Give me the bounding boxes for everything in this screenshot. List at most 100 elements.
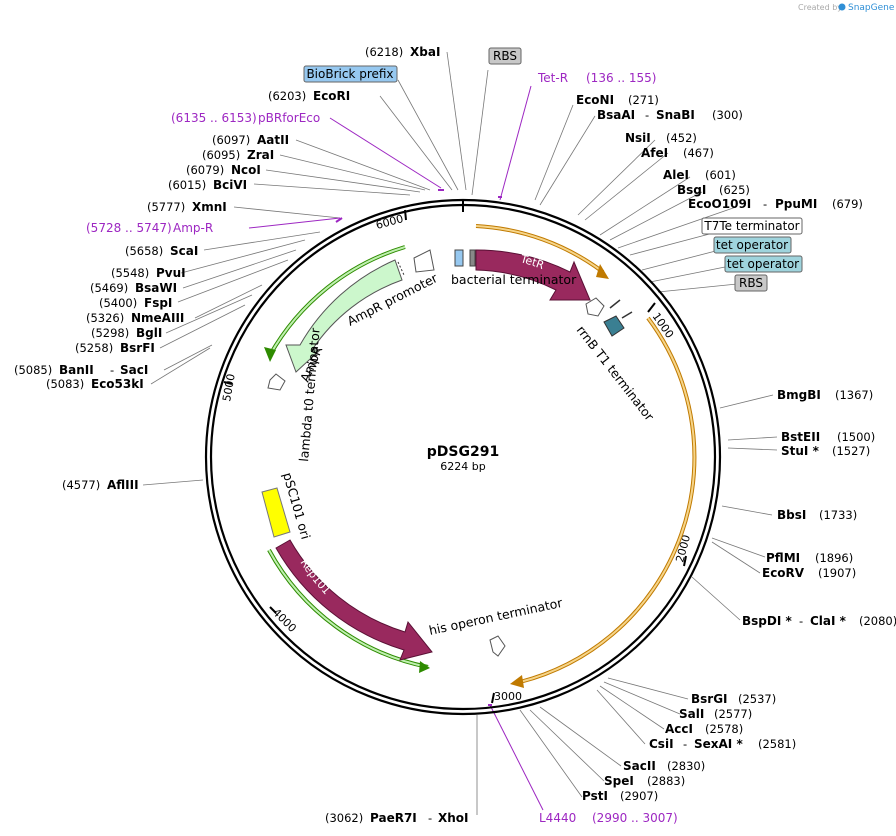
rrnb-label: rrnB T1 terminator [574, 323, 658, 425]
enzyme-name: BanII [59, 363, 94, 377]
enzyme-name: BglI [136, 326, 162, 340]
enzyme-name: SacI [120, 363, 148, 377]
enzyme-pos: (2080) [859, 614, 896, 628]
amp-track-arrowhead [264, 347, 276, 362]
ampr-promoter-arrow [413, 249, 435, 273]
enzyme-pos: (2907) [620, 789, 658, 803]
enzyme-name: EcoRV [762, 566, 805, 580]
enzyme-sep: - [683, 737, 687, 751]
tetr-primer-pos: (136 .. 155) [586, 71, 656, 85]
lambda-terminator-marker [267, 373, 286, 391]
enzyme-name: XmnI [192, 200, 227, 214]
enzyme-pos: (6079) [186, 163, 224, 177]
enzyme-pos: (6095) [202, 148, 240, 162]
enzyme-pos: (679) [832, 197, 863, 211]
enzyme-name: FspI [144, 296, 172, 310]
snapgene-credit: Created by SnapGene [798, 3, 895, 13]
enzyme-name: SpeI [604, 774, 634, 788]
tet-operator-box-1: tet operator [716, 238, 788, 252]
enzyme-pos: (1500) [837, 430, 875, 444]
pbr-primer-pos: (6135 .. 6153) [171, 111, 257, 125]
tick-label: 5000 [220, 373, 238, 403]
enzyme-name: SalI [679, 707, 704, 721]
enzyme-name: NcoI [231, 163, 261, 177]
enzyme-name: EcoNI [576, 93, 614, 107]
enzyme-sep: - [110, 363, 114, 377]
plasmid-name: pDSG291 [427, 444, 499, 460]
enzyme-name: AleI [663, 168, 689, 182]
enzyme-pos: (5298) [91, 326, 129, 340]
rep-track-inner [268, 549, 429, 668]
bacterial-terminator-label: bacterial terminator [451, 272, 577, 287]
enzyme-name: Eco53kI [91, 377, 144, 391]
tet-operator-box-2: tet operator [727, 257, 799, 271]
credit-text: Created by [798, 3, 842, 12]
enzyme-pos: (5085) [14, 363, 52, 377]
snapgene-logo-icon [838, 3, 846, 11]
tet-track-right-arrowhead [510, 675, 524, 688]
enzyme-name: AflIII [107, 478, 139, 492]
enzyme-sep: - [799, 614, 803, 628]
enzyme-name: ClaI * [810, 614, 847, 628]
enzyme-pos: (452) [666, 131, 697, 145]
enzyme-name: NmeAIII [131, 311, 184, 325]
enzyme-name: SexAI * [694, 737, 743, 751]
enzyme-name: PstI [582, 789, 608, 803]
enzyme-pos: (2830) [667, 759, 705, 773]
tetr-primer-name: Tet-R [537, 71, 568, 85]
amp-track-inner [269, 246, 406, 356]
primer-labels: Tet-R (136 .. 155) (6135 .. 6153) pBRfor… [86, 71, 678, 825]
enzyme-pos: (625) [719, 183, 750, 197]
psc101-ori-feature [261, 487, 291, 538]
rep-track-arrowhead [419, 661, 430, 673]
enzyme-name: BsaAI [597, 108, 635, 122]
rrnb-terminator-marker [585, 297, 605, 317]
enzyme-name: EcoRI [313, 89, 350, 103]
biobrick-box: BioBrick prefix [306, 67, 393, 81]
enzyme-name: AccI [665, 722, 693, 736]
purple-site-marks [335, 189, 502, 706]
enzyme-name: BstEII [781, 430, 820, 444]
enzyme-name: AfeI [641, 146, 668, 160]
t7te-box: T7Te terminator [703, 219, 799, 233]
enzyme-pos: (2581) [758, 737, 796, 751]
enzyme-sep: - [428, 811, 432, 825]
enzyme-pos: (300) [712, 108, 743, 122]
rbs-top-marker [469, 249, 476, 267]
enzyme-pos: (6015) [168, 178, 206, 192]
leader-lines [142, 51, 778, 815]
t7te-marker [609, 299, 621, 309]
enzyme-name: XhoI [438, 811, 469, 825]
enzyme-name: BciVI [213, 178, 247, 192]
enzyme-pos: (1527) [832, 444, 870, 458]
enzyme-labels-right: EcoNI (271) BsaAI - SnaBI (300) NsiI (45… [576, 93, 896, 803]
enzyme-name: BspDI * [742, 614, 792, 628]
ampr-feature [285, 259, 403, 373]
enzyme-pos: (271) [628, 93, 659, 107]
enzyme-name: NsiI [625, 131, 651, 145]
enzyme-pos: (3062) [325, 811, 363, 825]
biobrick-marker [454, 249, 464, 267]
enzyme-sep: - [763, 197, 767, 211]
tick-label: 3000 [494, 690, 522, 703]
brand-text: SnapGene [848, 3, 895, 13]
ampr-primer-name: Amp-R [173, 221, 213, 235]
tet-track-arrowhead [596, 264, 609, 279]
plasmid-size: 6224 bp [440, 460, 485, 473]
his-label: his operon terminator [428, 595, 565, 638]
enzyme-name: SnaBI [656, 108, 695, 122]
enzyme-name: EcoO109I [688, 197, 751, 211]
l4440-primer-name: L4440 [539, 811, 576, 825]
enzyme-pos: (5469) [90, 281, 128, 295]
enzyme-pos: (5777) [147, 200, 185, 214]
enzyme-name: CsiI [649, 737, 674, 751]
enzyme-pos: (467) [683, 146, 714, 160]
enzyme-pos: (4577) [62, 478, 100, 492]
his-terminator-marker [489, 635, 506, 657]
enzyme-pos: (1896) [815, 551, 853, 565]
enzyme-pos: (2537) [738, 692, 776, 706]
boxed-labels: RBS BioBrick prefix T7Te terminator tet … [303, 47, 803, 292]
enzyme-name: PvuI [156, 266, 186, 280]
tetr-feature [475, 249, 591, 301]
